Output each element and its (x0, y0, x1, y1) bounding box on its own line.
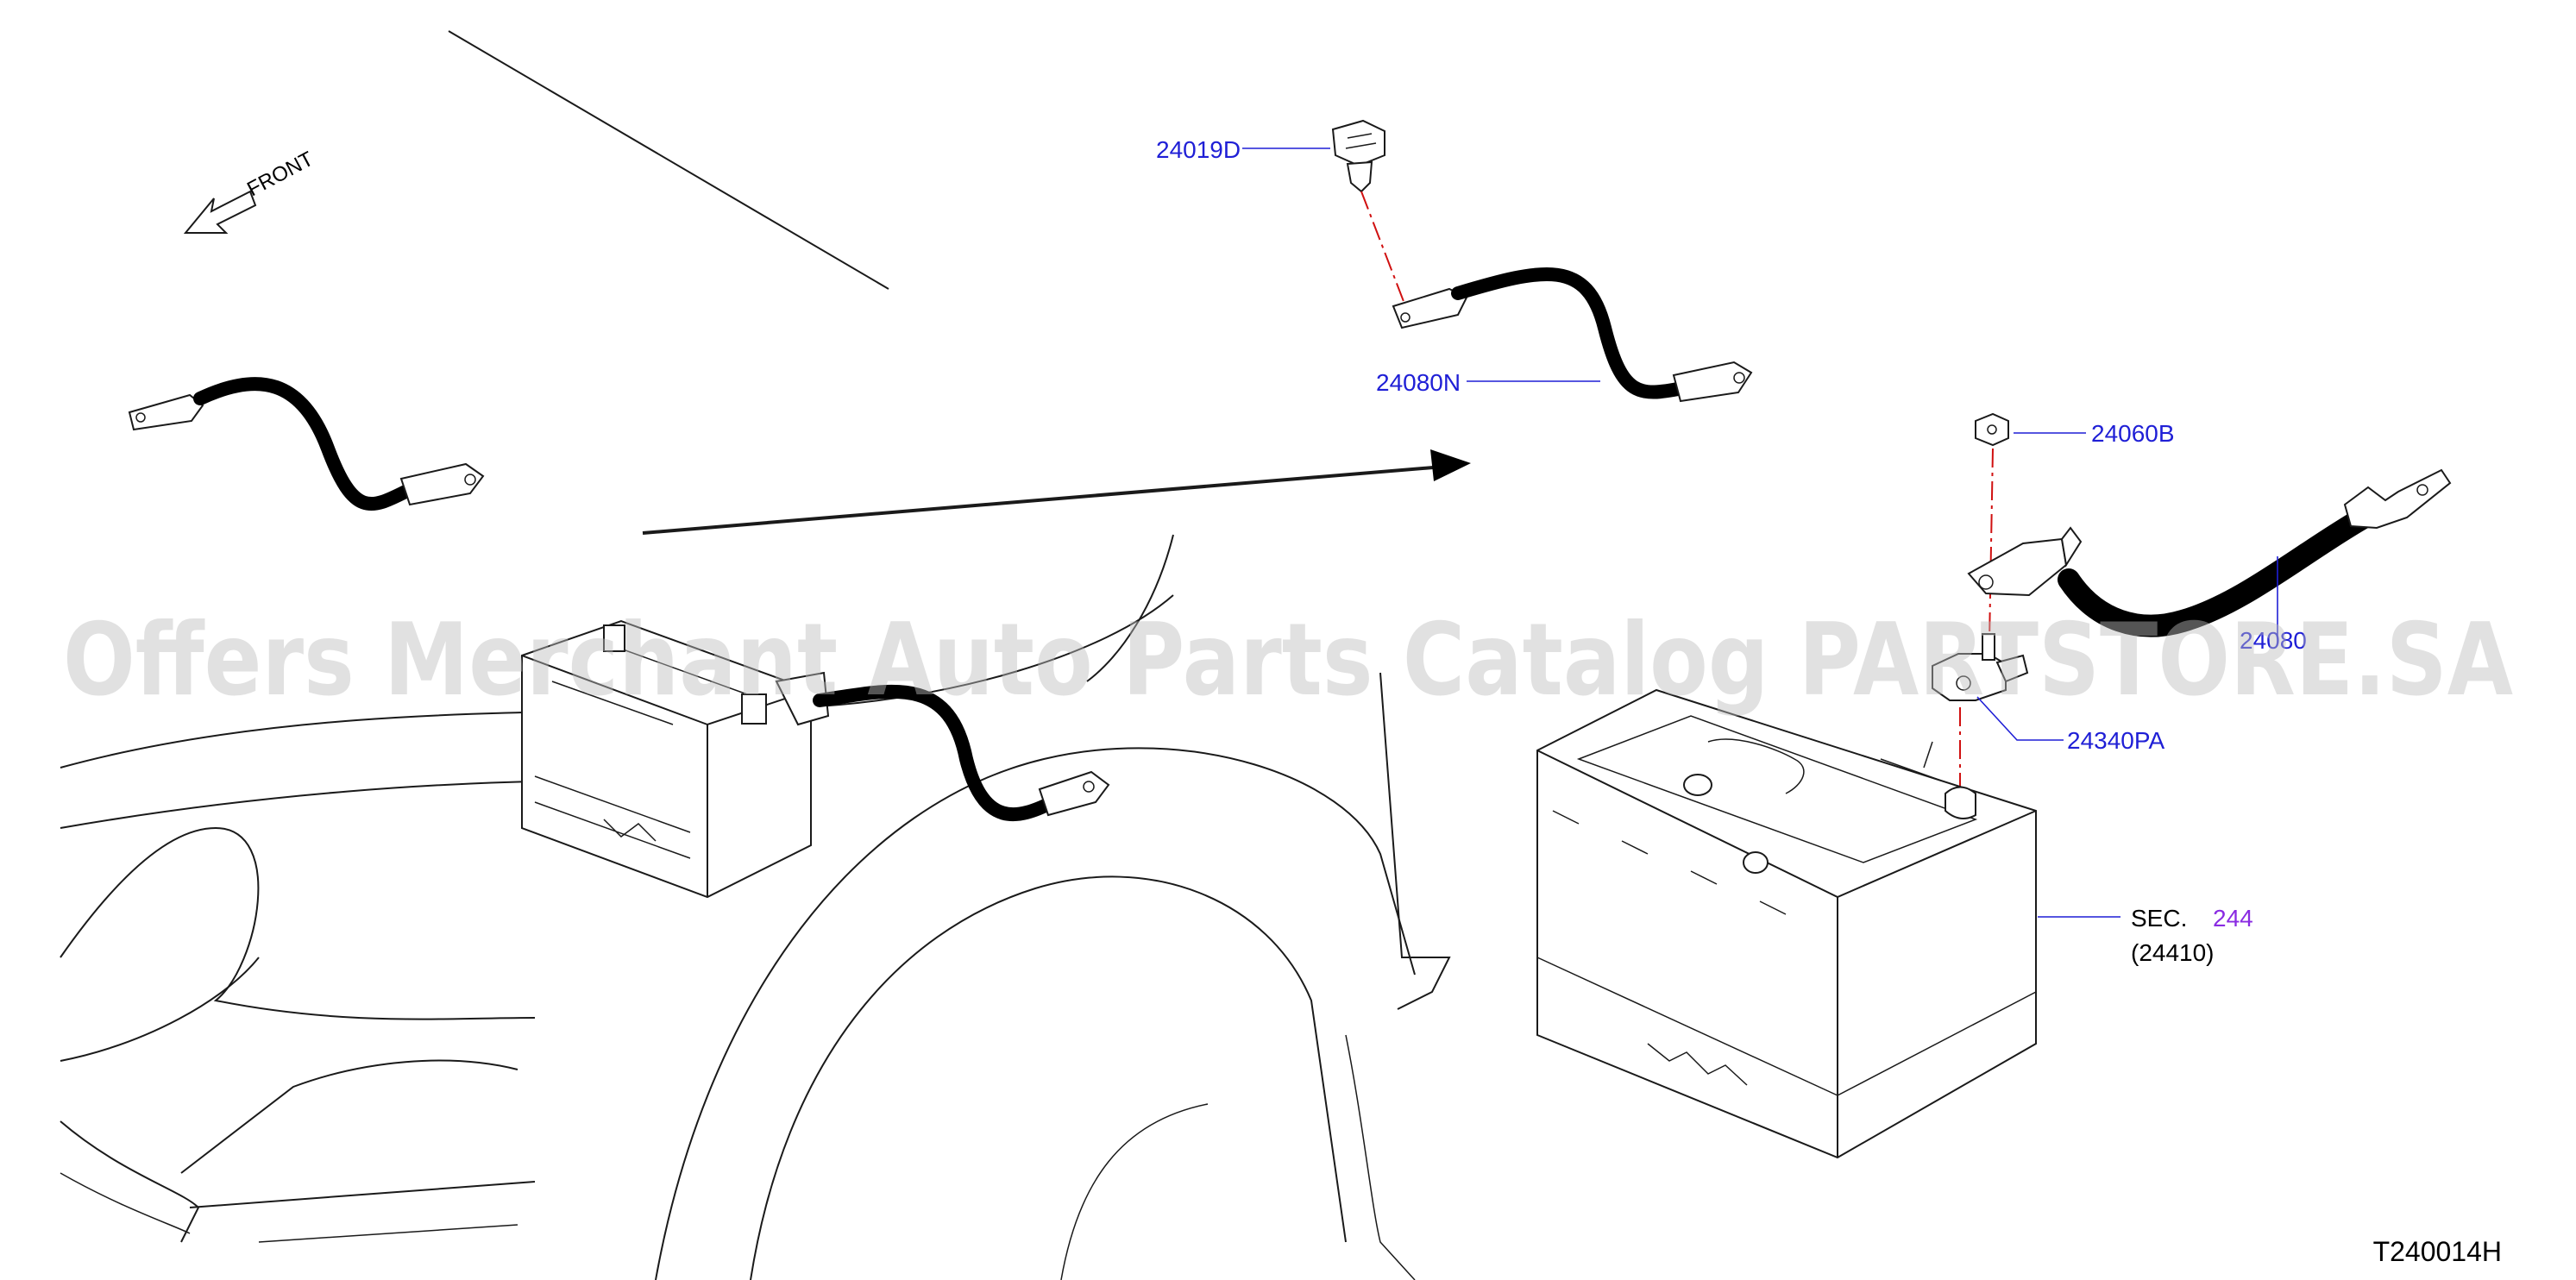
battery-in-vehicle (521, 619, 830, 899)
terminal-leader (1976, 696, 2064, 741)
terminal-part (1932, 633, 2029, 701)
label-24080N: 24080N (1376, 369, 1461, 396)
watermark-text: Offers Merchant Auto Parts Catalog PARTS… (63, 602, 2513, 718)
sec-part-label: (24410) (2131, 939, 2215, 966)
small-cable-part (1392, 267, 1753, 403)
battery-part (1536, 688, 2037, 1159)
illustration-code: T240014H (2373, 1236, 2502, 1267)
nut-part (1975, 412, 2009, 447)
reference-arrow (642, 449, 1471, 535)
label-24019D: 24019D (1156, 136, 1241, 163)
cable-detail-left (128, 377, 485, 511)
main-cable-part (1967, 468, 2452, 637)
bolt-center-line (1360, 191, 1405, 304)
label-24060B: 24060B (2091, 420, 2175, 447)
sec-number-link[interactable]: 244 (2213, 905, 2253, 932)
sec-prefix-label: SEC. (2131, 905, 2187, 932)
bolt-part (1331, 119, 1385, 193)
label-24340PA: 24340PA (2067, 727, 2164, 754)
front-direction-indicator: FRONT (183, 147, 317, 234)
front-label: FRONT (243, 147, 317, 201)
label-24080: 24080 (2240, 627, 2307, 654)
vehicle-overview (60, 30, 1451, 1280)
